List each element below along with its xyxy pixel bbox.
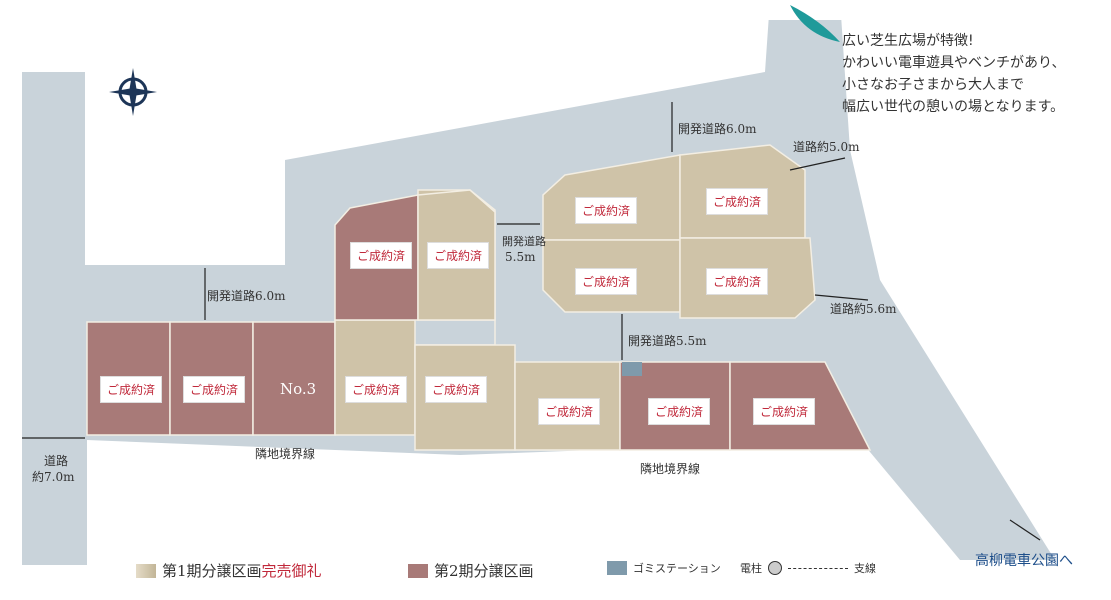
sold-badge: ご成約済 — [427, 242, 490, 269]
lot-number: No.3 — [280, 380, 317, 398]
note-line: 幅広い世代の憩いの場となります。 — [842, 99, 1065, 115]
phase2-swatch — [408, 563, 428, 578]
legend-phase1: 第1期分譲区画完売御礼 — [136, 560, 322, 581]
legend-pole: 電柱 支線 — [740, 560, 876, 576]
note-line: 広い芝生広場が特徴! — [842, 33, 974, 49]
legend-label: 電柱 — [740, 562, 762, 575]
legend-label: ゴミステーション — [633, 562, 721, 575]
sold-badge: ご成約済 — [538, 398, 601, 425]
guy-line-icon — [788, 567, 848, 569]
garbage-station — [622, 362, 642, 376]
road-label: 道路約5.0m — [793, 140, 860, 154]
road-label: 5.5m — [505, 250, 536, 264]
road-label: 開発道路6.0m — [678, 122, 757, 136]
sold-badge: ご成約済 — [706, 268, 769, 295]
sold-badge: ご成約済 — [648, 398, 711, 425]
road-label: 道路 — [44, 454, 69, 468]
boundary-label: 隣地境界線 — [255, 447, 316, 461]
leaf-icon — [790, 5, 840, 42]
sold-badge: ご成約済 — [575, 197, 638, 224]
road-label: 開発道路5.5m — [628, 334, 707, 348]
garbage-swatch — [607, 561, 627, 575]
road-label: 開発道路6.0m — [207, 289, 286, 303]
legend-label: 支線 — [854, 562, 876, 575]
sold-badge: ご成約済 — [100, 376, 163, 403]
dimension-arrows — [22, 102, 1041, 541]
park-note: 広い芝生広場が特徴! かわいい電車遊具やベンチがあり、 小さなお子さまから大人ま… — [842, 30, 1065, 118]
legend-garbage: ゴミステーション — [607, 560, 721, 576]
sold-badge: ご成約済 — [350, 242, 413, 269]
sold-badge: ご成約済 — [183, 376, 246, 403]
sold-badge: ご成約済 — [425, 376, 488, 403]
lot-3 — [252, 321, 336, 436]
legend-label: 第2期分譲区画 — [434, 562, 534, 580]
compass-icon — [109, 68, 157, 116]
note-line: かわいい電車遊具やベンチがあり、 — [842, 55, 1066, 71]
sold-out-label: 完売御礼 — [261, 562, 322, 580]
sold-badge: ご成約済 — [575, 268, 638, 295]
phase1-swatch — [136, 563, 156, 578]
boundary-label: 隣地境界線 — [640, 462, 701, 476]
park-direction-link[interactable]: 高柳電車公園へ — [975, 553, 1073, 569]
legend-label: 第1期分譲区画 — [162, 562, 262, 580]
legend-phase2: 第2期分譲区画 — [408, 560, 534, 581]
road-label: 開発道路 — [502, 235, 546, 248]
road-label: 道路約5.6m — [830, 302, 897, 316]
note-line: 小さなお子さまから大人まで — [842, 77, 1024, 93]
sold-badge: ご成約済 — [345, 376, 408, 403]
pole-icon — [768, 561, 782, 575]
road-label: 約7.0m — [32, 470, 75, 484]
sold-badge: ご成約済 — [706, 188, 769, 215]
sold-badge: ご成約済 — [753, 398, 816, 425]
